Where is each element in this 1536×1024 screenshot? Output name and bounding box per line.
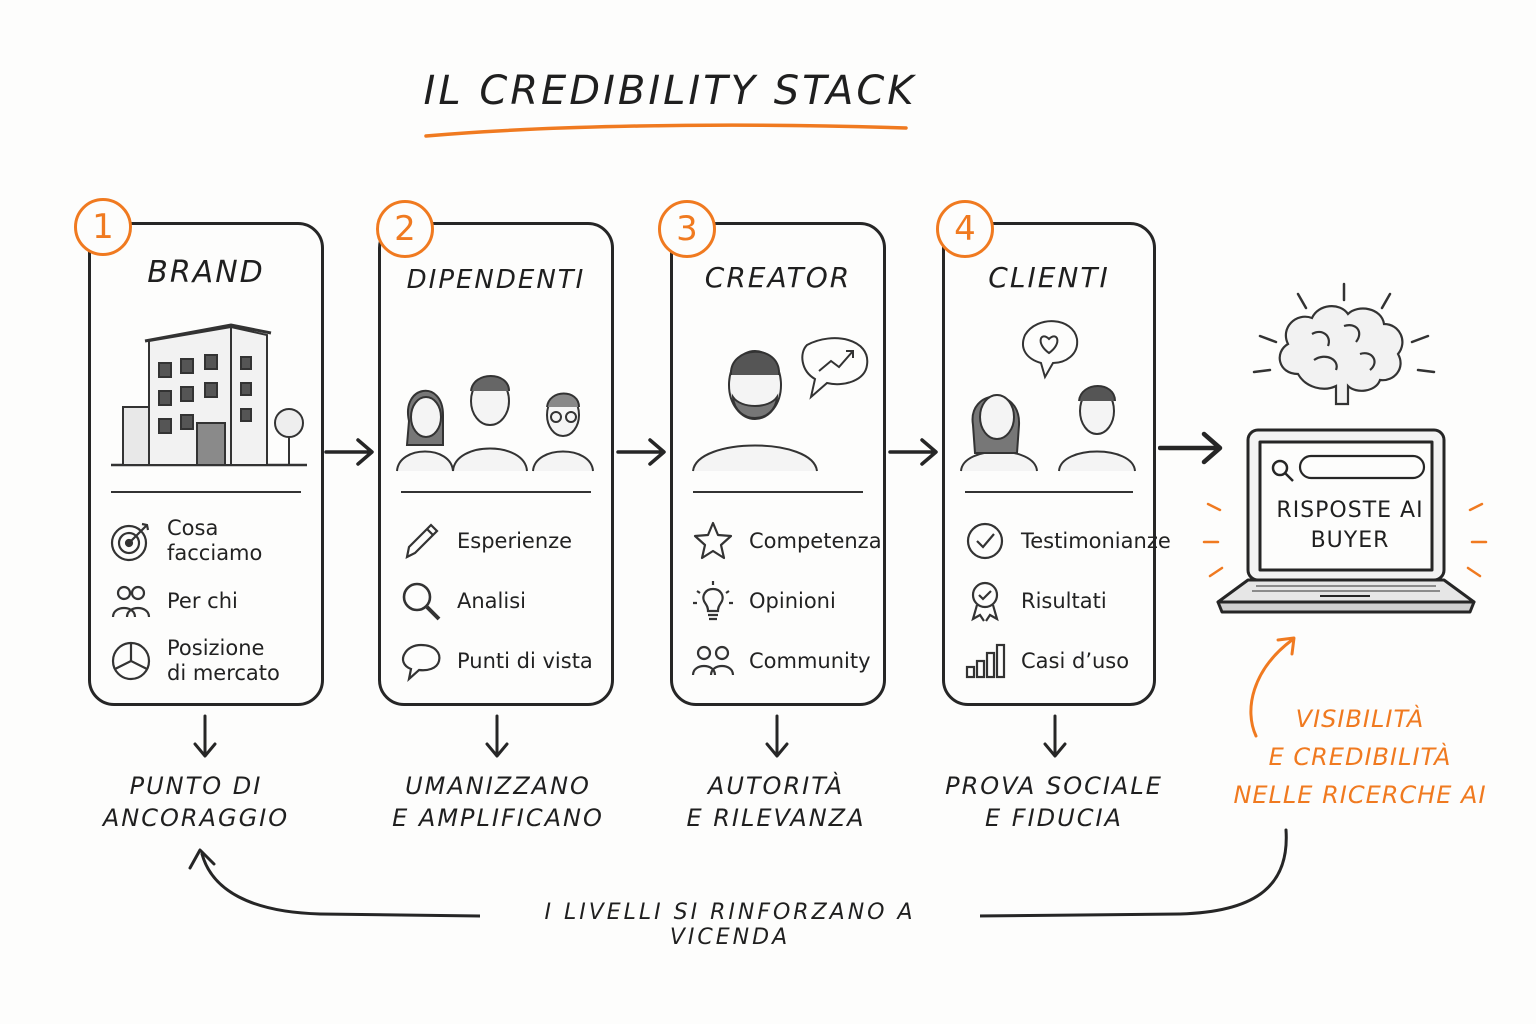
- creator-illustration: [692, 337, 869, 472]
- item-label: Esperienze: [457, 528, 573, 553]
- award-icon: [971, 581, 999, 622]
- title-underline: [424, 123, 908, 138]
- list-item: Competenza: [691, 511, 882, 571]
- card-item-list: Esperienze Analisi Punti di vista: [399, 511, 603, 691]
- card-dipendenti: DIPENDENTI Esperienze Analisi: [378, 222, 614, 706]
- item-label: Testimonianze: [1021, 528, 1171, 553]
- item-label: Posizione di mercato: [167, 636, 280, 685]
- item-label: Casi d’uso: [1021, 648, 1130, 673]
- target-icon: [110, 522, 150, 562]
- arrow-right-icon: [616, 438, 666, 466]
- diagram-title: IL CREDIBILITY STACK: [423, 68, 917, 114]
- building-illustration: [111, 323, 307, 467]
- list-item: Community: [691, 631, 875, 691]
- list-item: Posizione di mercato: [109, 631, 313, 691]
- arrow-down-icon: [765, 714, 789, 758]
- item-label: Risultati: [1021, 588, 1107, 613]
- card-creator: CREATOR Competenza Opinioni: [670, 222, 886, 706]
- orange-curved-arrow-icon: [1249, 636, 1296, 738]
- list-item: Per chi: [109, 571, 313, 631]
- list-item: Risultati: [963, 571, 1145, 631]
- step-badge-3: 3: [658, 200, 716, 258]
- list-item: Punti di vista: [399, 631, 603, 691]
- caption-brand: PUNTO DI ANCORAGGIO: [102, 772, 290, 832]
- caption-dipendenti: UMANIZZANO E AMPLIFICANO: [392, 772, 604, 832]
- clients-illustration: [960, 320, 1136, 472]
- arrow-right-icon: [324, 438, 374, 466]
- speech-bubble-icon: [401, 643, 441, 683]
- card-item-list: Testimonianze Risultati Casi d’uso: [963, 511, 1171, 691]
- list-item: Testimonianze: [963, 511, 1171, 571]
- card-title: DIPENDENTI: [406, 265, 586, 295]
- card-item-list: Competenza Opinioni Community: [691, 511, 882, 691]
- card-item-list: Cosa facciamo Per chi Posizione di merca…: [109, 511, 313, 691]
- list-item: Esperienze: [399, 511, 603, 571]
- item-label: Competenza: [749, 528, 882, 553]
- result-caption: VISIBILITÀ E CREDIBILITÀ NELLE RICERCHE …: [1233, 705, 1487, 809]
- laptop-screen-text: RISPOSTE AI BUYER: [1276, 498, 1424, 553]
- card-title: CLIENTI: [988, 261, 1110, 294]
- list-item: Casi d’uso: [963, 631, 1145, 691]
- arrow-down-icon: [485, 714, 509, 758]
- caption-creator: AUTORITÀ E RILEVANZA: [686, 772, 866, 832]
- card-clienti: CLIENTI Testimonianze Risultati: [942, 222, 1171, 706]
- card-title: BRAND: [147, 255, 265, 290]
- item-label: Opinioni: [749, 588, 836, 613]
- community-icon: [691, 645, 735, 676]
- arrow-right-icon: [888, 438, 938, 466]
- card-divider: [693, 491, 863, 493]
- search-icon: [1271, 459, 1294, 482]
- card-brand: BRAND Cosa facciamo: [88, 222, 324, 706]
- list-item: Opinioni: [691, 571, 875, 631]
- highlight-rays-icon: [1202, 502, 1488, 578]
- step-badge-2: 2: [376, 200, 434, 258]
- step-badge-1: 1: [74, 198, 132, 256]
- list-item: Analisi: [399, 571, 603, 631]
- card-divider: [965, 491, 1133, 493]
- people-icon: [111, 585, 151, 618]
- arrow-down-icon: [193, 714, 217, 758]
- item-label: Community: [749, 648, 871, 673]
- feedback-loop-arrow: [188, 828, 1288, 918]
- caption-clienti: PROVA SOCIALE E FIDUCIA: [945, 772, 1163, 832]
- item-label: Analisi: [457, 588, 526, 613]
- check-circle-icon: [966, 522, 1004, 560]
- bar-chart-icon: [965, 643, 1006, 679]
- list-item: Cosa facciamo: [109, 511, 313, 571]
- pen-icon: [405, 523, 439, 559]
- arrow-right-icon: [1158, 431, 1223, 465]
- item-label: Cosa facciamo: [167, 516, 263, 565]
- item-label: Punti di vista: [457, 648, 593, 673]
- magnifier-icon: [402, 582, 441, 621]
- pie-chart-icon: [111, 641, 151, 681]
- laptop-icon: [1216, 428, 1476, 614]
- brain-icon: [1252, 282, 1436, 406]
- lightbulb-icon: [693, 581, 733, 621]
- footer-caption: I LIVELLI SI RINFORZANO A VICENDA: [480, 900, 980, 950]
- card-divider: [401, 491, 591, 493]
- step-badge-4: 4: [936, 200, 994, 258]
- arrow-down-icon: [1043, 714, 1067, 758]
- card-divider: [111, 491, 301, 493]
- card-title: CREATOR: [704, 261, 852, 294]
- star-icon: [693, 521, 733, 560]
- item-label: Per chi: [167, 588, 238, 613]
- employees-illustration: [396, 375, 594, 472]
